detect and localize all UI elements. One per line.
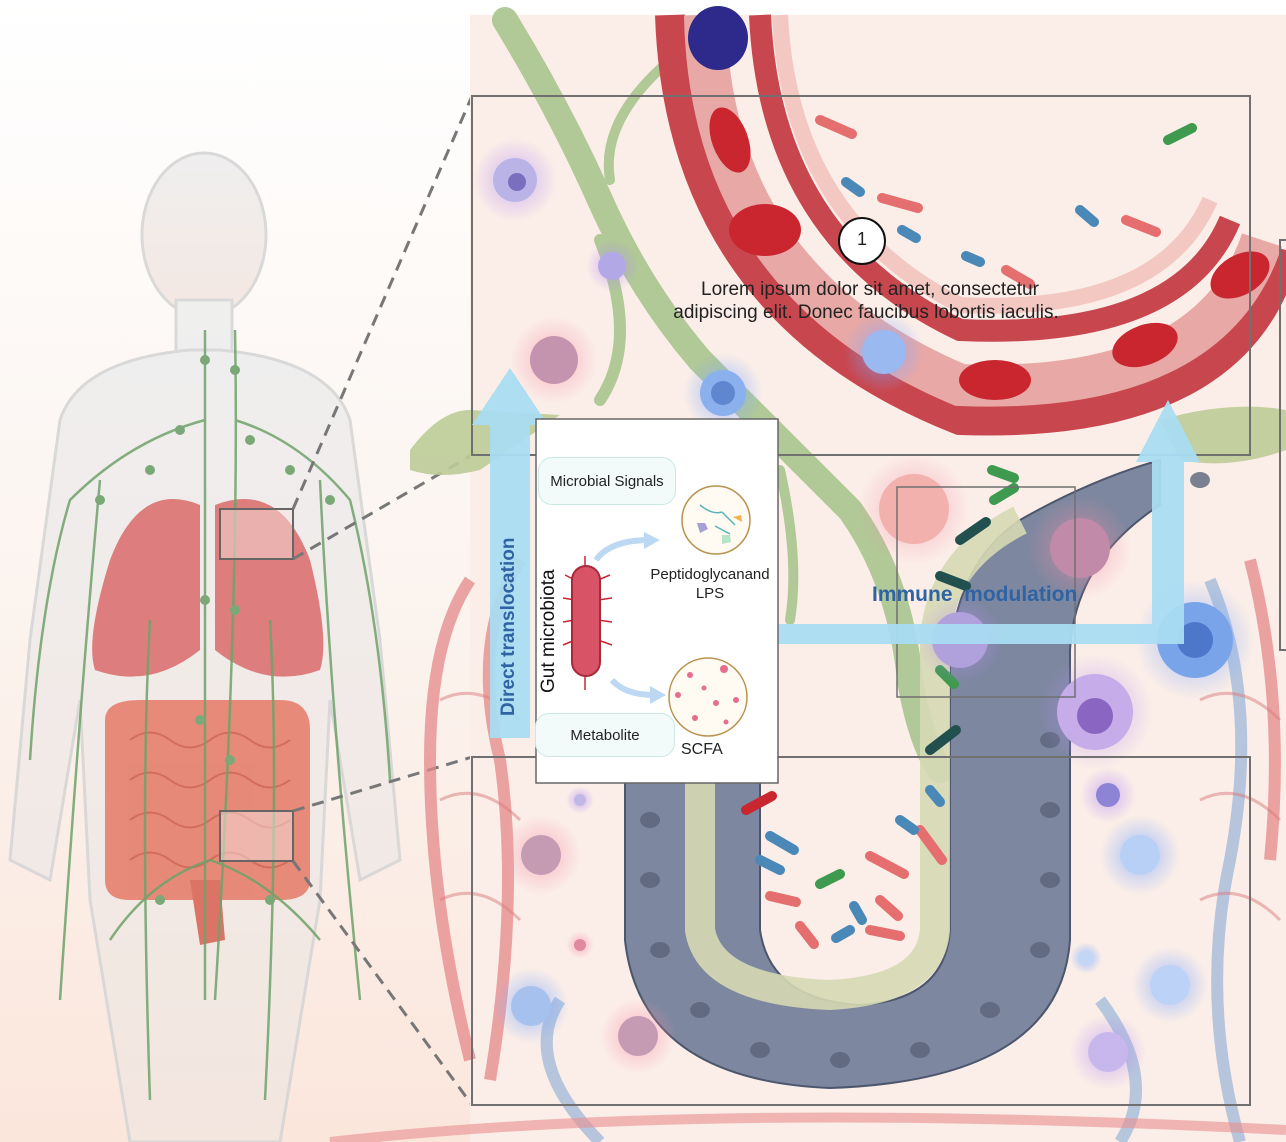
direct-translocation-label: Direct translocation	[498, 538, 520, 716]
gut-microbiota-label: Gut microbiota	[538, 569, 560, 693]
monocyte	[688, 6, 748, 70]
microbial-signals-pill: Microbial Signals	[538, 457, 676, 505]
peptidoglycan-label: Peptidoglycanand LPS	[646, 565, 774, 603]
scfa-label: SCFA	[681, 741, 723, 759]
scfa-icon	[669, 658, 747, 736]
peptidoglycan-icon	[682, 486, 750, 554]
zoom-box-lung	[220, 509, 293, 559]
step-text-line2: adipiscing elit. Donec faucibus lobortis…	[616, 302, 1116, 324]
metabolite-pill: Metabolite	[535, 713, 675, 757]
step-text-line1: Lorem ipsum dolor sit amet, consectetur	[640, 279, 1100, 301]
zoom-box-gut	[220, 811, 293, 861]
immune-modulation-label: Immune modulation	[872, 583, 1077, 607]
step-number: 1	[851, 229, 873, 250]
